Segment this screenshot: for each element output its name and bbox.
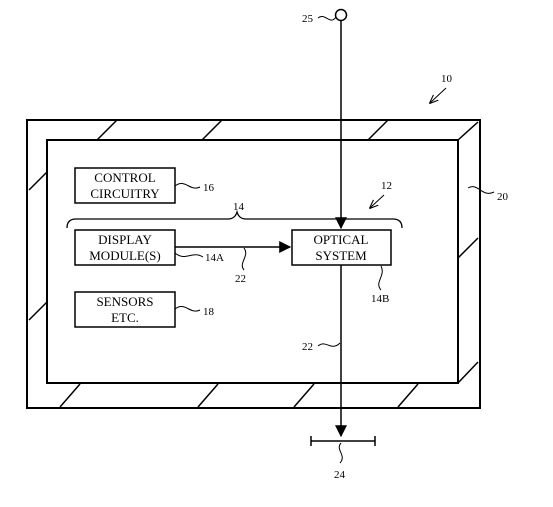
outer-light-ref-label: 22 — [302, 341, 313, 353]
sensors-ref-leader — [174, 305, 201, 312]
housing-hatching — [28, 119, 479, 408]
optical-group-ref-label: 12 — [381, 180, 392, 192]
module-group-brace — [66, 209, 403, 229]
optical-system-label-1: OPTICAL — [314, 232, 369, 247]
display-module-label-1: DISPLAY — [98, 232, 152, 247]
display-module-block: DISPLAY MODULE(S) — [74, 229, 176, 266]
world-source-ref-leader — [317, 16, 337, 21]
sensors-label-1: SENSORS — [96, 294, 153, 309]
optical-ref-label: 14B — [371, 293, 389, 305]
control-circuitry-label-1: CONTROL — [94, 170, 155, 185]
control-ref-leader — [174, 182, 201, 189]
world-source-ref-label: 25 — [302, 13, 314, 25]
sensors-block: SENSORS ETC. — [74, 291, 176, 328]
housing-ref-label: 20 — [497, 191, 509, 203]
display-module-label-2: MODULE(S) — [89, 248, 161, 263]
optical-ref-leader — [378, 265, 383, 291]
sensors-label-2: ETC. — [111, 310, 139, 325]
optical-system-block: OPTICAL SYSTEM — [291, 229, 392, 266]
control-circuitry-label-2: CIRCUITRY — [90, 186, 160, 201]
outer-light-ref-leader — [317, 342, 341, 347]
device-ref-label: 10 — [441, 73, 453, 85]
inner-light-ref-label: 22 — [235, 273, 246, 285]
optical-group-ref-arrow — [370, 194, 385, 208]
optical-system-label-2: SYSTEM — [315, 248, 367, 263]
sensors-ref-label: 18 — [203, 306, 215, 318]
housing-outer-frame — [26, 119, 481, 409]
display-ref-label: 14A — [205, 252, 224, 264]
eye-box-marker — [310, 436, 376, 446]
eye-box-ref-label: 24 — [334, 469, 346, 481]
inner-light-ref-leader — [241, 247, 247, 271]
control-circuitry-block: CONTROL CIRCUITRY — [74, 167, 176, 204]
housing-inner-frame — [46, 139, 459, 384]
module-group-ref: 14 — [233, 201, 245, 213]
display-ref-leader — [174, 252, 204, 258]
housing-ref-leader — [467, 186, 495, 194]
world-light-source — [334, 8, 348, 22]
control-ref-label: 16 — [203, 182, 215, 194]
eye-box-ref-leader — [338, 442, 343, 464]
device-ref-arrow — [430, 87, 447, 103]
